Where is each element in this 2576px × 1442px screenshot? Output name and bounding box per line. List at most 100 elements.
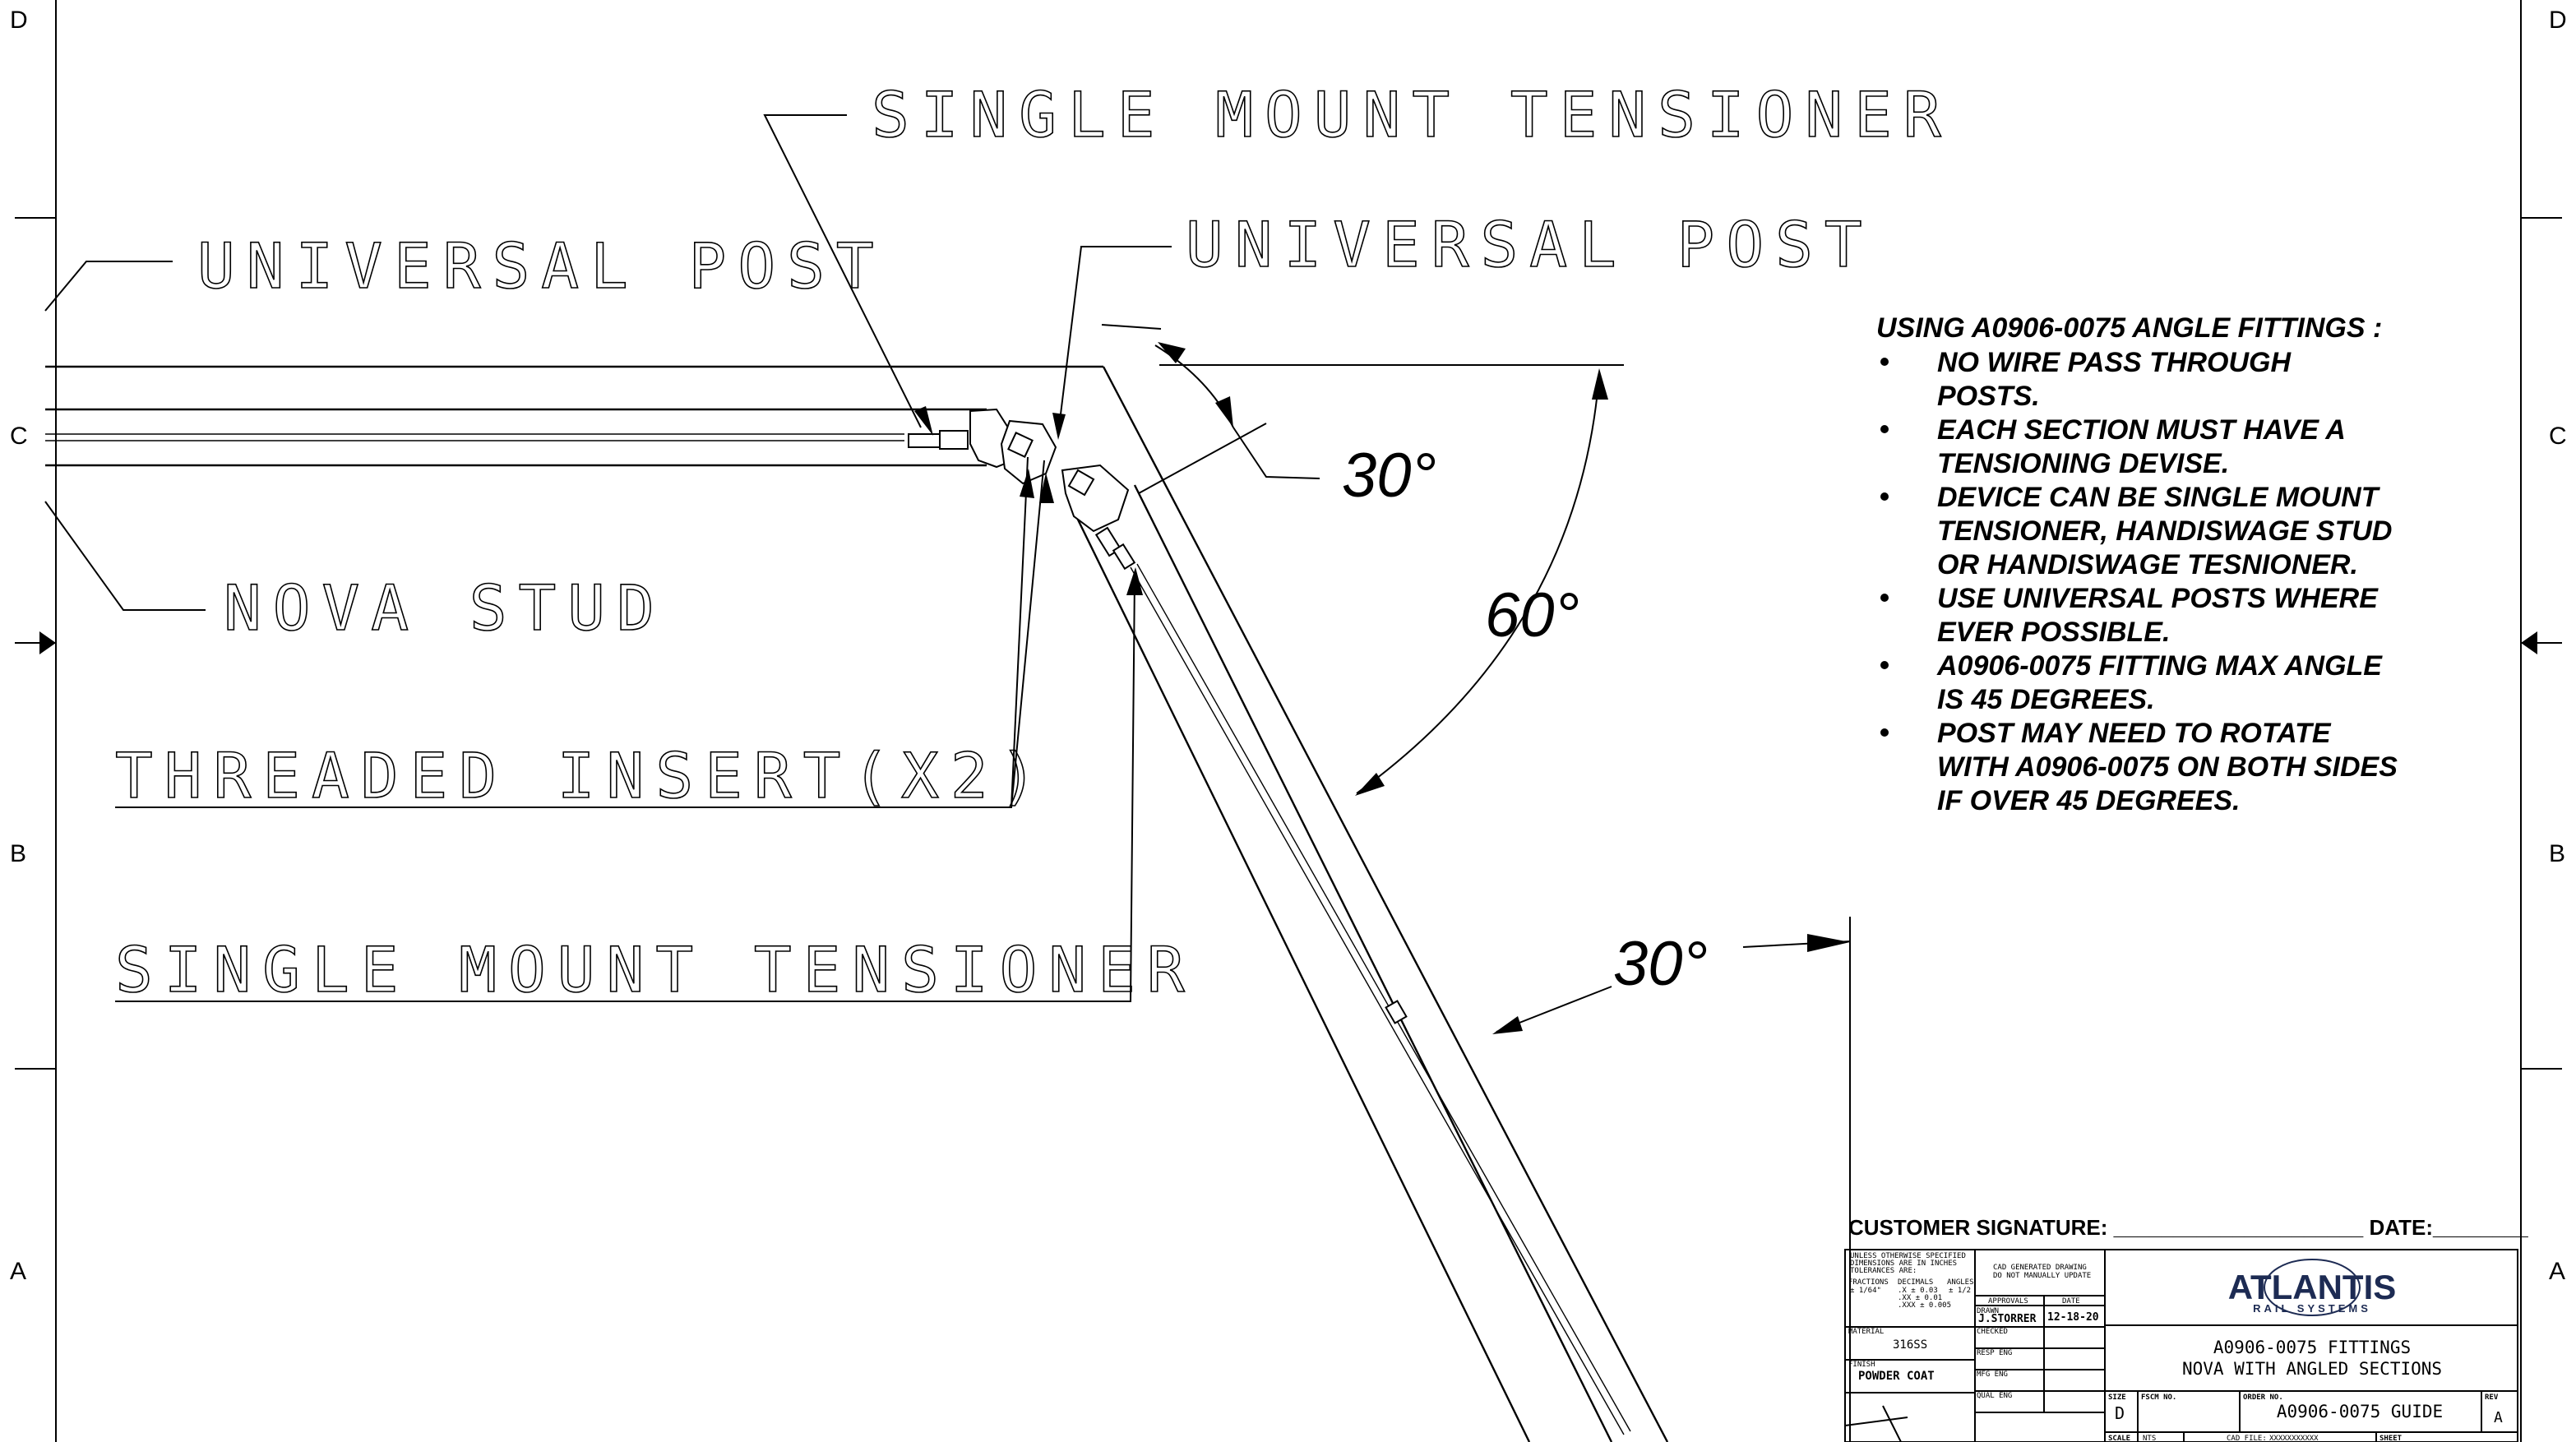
zone-label: D xyxy=(10,7,28,34)
atlantis-logo: ATLANTIS RAIL SYSTEMS xyxy=(2228,1259,2397,1316)
material-value: 316SS xyxy=(1893,1338,1927,1352)
zone-label: A xyxy=(2549,1258,2565,1285)
note-line: USE UNIVERSAL POSTS WHERE xyxy=(1937,583,2379,614)
rev-label: REV xyxy=(2485,1393,2499,1402)
mfg-eng-label: MFG ENG xyxy=(1977,1370,2008,1379)
bullet-icon xyxy=(1880,425,1889,433)
drawn-date: 12-18-20 xyxy=(2047,1311,2099,1324)
zone-label: C xyxy=(2549,423,2567,450)
note-item: EACH SECTION MUST HAVE A TENSIONING DEVI… xyxy=(1880,414,2346,479)
logo-globe-icon xyxy=(2264,1259,2361,1316)
note-line: DEVICE CAN BE SINGLE MOUNT xyxy=(1937,482,2381,513)
bullet-icon xyxy=(1880,492,1889,501)
tolerance-text: ± 1/64" xyxy=(1850,1287,1881,1295)
note-item: POST MAY NEED TO ROTATE WITH A0906-0075 … xyxy=(1880,718,2398,816)
zone-label: B xyxy=(10,840,26,867)
drawing-id-block: SIZE FSCM NO. ORDER NO. REV SCALE NTS CA… xyxy=(2108,1393,2499,1442)
cad-file-value: XXXXXXXXXXX xyxy=(2269,1435,2319,1442)
sheet-label: SHEET xyxy=(2379,1435,2403,1442)
callout-single-mount-tensioner-bottom: SINGLE MOUNT TENSIONER xyxy=(115,933,1196,1006)
order-label: ORDER NO. xyxy=(2243,1393,2283,1402)
qual-eng-label: QUAL ENG xyxy=(1977,1392,2012,1400)
zone-labels-right: D C B A xyxy=(2549,7,2567,1285)
cable-wire xyxy=(45,433,1631,1435)
callout-nova-stud: NOVA STUD xyxy=(224,571,666,645)
callout-labels: SINGLE MOUNT TENSIONER UNIVERSAL POST UN… xyxy=(114,77,1953,1007)
note-item: NO WIRE PASS THROUGH POSTS. xyxy=(1880,347,2292,412)
angle-label-60: 60° xyxy=(1485,580,1579,650)
cad-note: DO NOT MANUALLY UPDATE xyxy=(1993,1272,2091,1280)
note-item: A0906-0075 FITTING MAX ANGLE IS 45 DEGRE… xyxy=(1880,650,2383,715)
centering-arrows xyxy=(39,631,2537,654)
title-block: CUSTOMER SIGNATURE: ____________________… xyxy=(1844,1215,2528,1442)
order-number: A0906-0075 GUIDE xyxy=(2277,1402,2443,1421)
angled-rail-outer-edge xyxy=(1102,366,1669,1442)
bullet-icon xyxy=(1880,594,1889,602)
tolerance-text: ANGLES xyxy=(1947,1278,1974,1287)
resp-eng-label: RESP ENG xyxy=(1977,1349,2012,1357)
tolerance-text: .XX ± 0.01 xyxy=(1898,1294,1942,1302)
bullet-icon xyxy=(1880,358,1889,366)
callout-universal-post-right: UNIVERSAL POST xyxy=(1186,208,1874,281)
note-line: A0906-0075 FITTING MAX ANGLE xyxy=(1936,650,2383,682)
note-line: WITH A0906-0075 ON BOTH SIDES xyxy=(1937,751,2398,783)
tolerance-block: UNLESS OTHERWISE SPECIFIED DIMENSIONS AR… xyxy=(1848,1252,1974,1369)
note-line: POST MAY NEED TO ROTATE xyxy=(1937,718,2332,749)
notes-heading: USING A0906-0075 ANGLE FITTINGS : xyxy=(1876,312,2382,344)
angle-label-lower-30: 30° xyxy=(1613,929,1708,999)
date-label: DATE xyxy=(2062,1297,2080,1306)
note-line: EVER POSSIBLE. xyxy=(1937,617,2170,648)
finish-value: POWDER COAT xyxy=(1858,1370,1935,1383)
zone-label: B xyxy=(2549,840,2565,867)
approvals-label: APPROVALS xyxy=(1988,1297,2028,1306)
railing-geometry xyxy=(45,365,1669,1442)
note-line: IF OVER 45 DEGREES. xyxy=(1937,785,2240,816)
logo-sub-text: RAIL SYSTEMS xyxy=(2253,1302,2371,1315)
tolerance-text: UNLESS OTHERWISE SPECIFIED xyxy=(1850,1252,1966,1260)
callout-arrowheads xyxy=(914,406,1143,595)
checked-label: CHECKED xyxy=(1977,1328,2008,1336)
note-line: POSTS. xyxy=(1937,381,2040,412)
note-item: USE UNIVERSAL POSTS WHERE EVER POSSIBLE. xyxy=(1880,583,2379,648)
drawn-by: J.STORRER xyxy=(1978,1313,2037,1325)
callout-leaders xyxy=(44,114,1172,1002)
bullet-icon xyxy=(1880,728,1889,737)
zone-labels-left: D C B A xyxy=(10,7,28,1285)
size-label: SIZE xyxy=(2108,1393,2126,1402)
zone-label: A xyxy=(10,1258,26,1285)
note-line: EACH SECTION MUST HAVE A xyxy=(1937,414,2346,446)
tolerance-text: ± 1/2 xyxy=(1949,1287,1971,1295)
zone-label: D xyxy=(2549,7,2567,34)
note-item: DEVICE CAN BE SINGLE MOUNT TENSIONER, HA… xyxy=(1880,482,2392,580)
callout-universal-post-left: UNIVERSAL POST xyxy=(197,229,886,303)
bullet-icon xyxy=(1880,661,1889,669)
angle-label-upper-30: 30° xyxy=(1342,441,1436,511)
approvals-block: CAD GENERATED DRAWING DO NOT MANUALLY UP… xyxy=(1977,1264,2091,1400)
tolerance-text: .XXX ± 0.005 xyxy=(1898,1301,1951,1310)
angle-arrowheads xyxy=(1158,342,1850,1034)
size-value: D xyxy=(2115,1403,2125,1423)
drawing-title-line-2: NOVA WITH ANGLED SECTIONS xyxy=(2182,1359,2442,1379)
cad-file-label: CAD FILE: xyxy=(2227,1435,2267,1442)
callout-threaded-insert: THREADED INSERT(X2) xyxy=(115,739,1048,812)
title-block-grid xyxy=(1844,1249,2518,1442)
fscm-label: FSCM NO. xyxy=(2141,1393,2176,1402)
note-line: IS 45 DEGREES. xyxy=(1937,684,2155,715)
angle-labels: 30° 60° 30° xyxy=(1342,441,1708,999)
note-line: TENSIONER, HANDISWAGE STUD xyxy=(1937,515,2392,547)
finish-label: FINISH xyxy=(1848,1361,1875,1369)
zone-label: C xyxy=(10,423,28,450)
material-label: MATERIAL xyxy=(1848,1328,1884,1336)
fitting-notes: USING A0906-0075 ANGLE FITTINGS : NO WIR… xyxy=(1876,312,2398,816)
rev-value: A xyxy=(2494,1409,2503,1426)
scale-label: SCALE xyxy=(2108,1435,2130,1442)
note-line: OR HANDISWAGE TESNIONER. xyxy=(1937,549,2358,580)
drawn-label: DRAWN xyxy=(1977,1307,1999,1315)
note-line: TENSIONING DEVISE. xyxy=(1937,448,2229,479)
tolerance-text: DIMENSIONS ARE IN INCHES xyxy=(1850,1259,1957,1268)
tolerance-text: FRACTIONS xyxy=(1848,1278,1889,1287)
callout-single-mount-tensioner-top: SINGLE MOUNT TENSIONER xyxy=(872,78,1953,151)
note-line: NO WIRE PASS THROUGH xyxy=(1937,347,2292,378)
logo-main-text: ATLANTIS xyxy=(2228,1268,2397,1306)
